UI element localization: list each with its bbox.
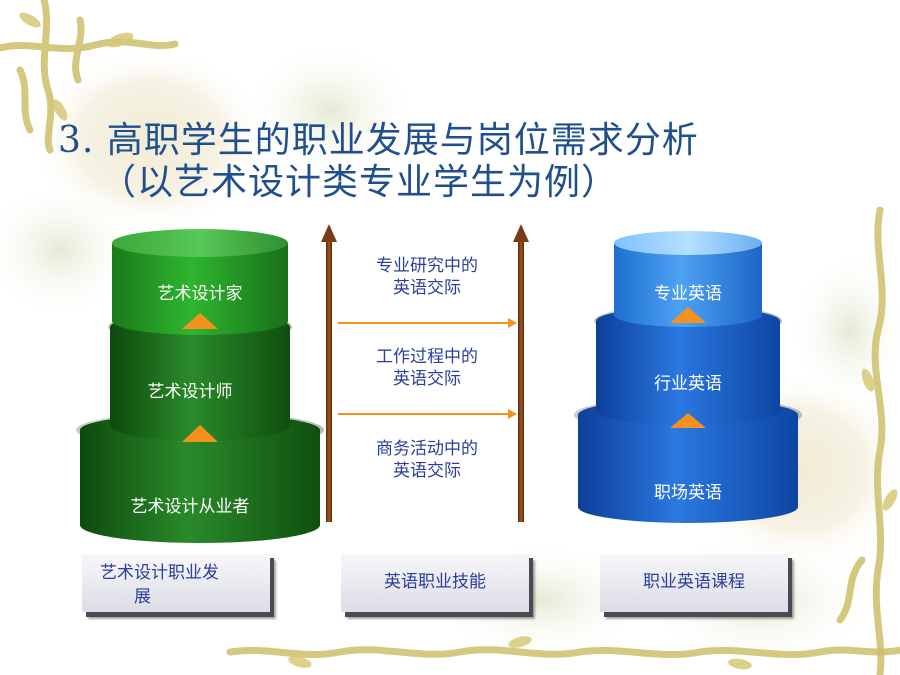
arrowhead-up-icon: [513, 224, 529, 242]
up-triangle-icon: [670, 307, 706, 323]
slide-title-line1: 3. 高职学生的职业发展与岗位需求分析: [58, 120, 699, 161]
middle-item-business: 商务活动中的 英语交际: [347, 438, 507, 482]
vertical-arrow-right: [518, 238, 524, 522]
middle-item-line2: 英语交际: [393, 278, 461, 298]
tier-label-art-designer-master: 艺术设计家: [157, 284, 243, 304]
box-label-line2: 展: [134, 587, 151, 607]
right-blue-cylinder-stack: [574, 231, 802, 523]
middle-item-line1: 商务活动中的: [376, 439, 478, 459]
left-green-cylinder-stack: [76, 229, 324, 543]
middle-arrows: [321, 224, 529, 522]
middle-item-work-process: 工作过程中的 英语交际: [347, 346, 507, 390]
up-triangle-icon: [182, 313, 218, 329]
up-triangle-icon: [670, 413, 706, 428]
arrowhead-right-icon: [508, 409, 517, 419]
tier-label-workplace-english: 职场英语: [654, 483, 722, 503]
box-label: 职业英语课程: [643, 572, 745, 592]
slide-title-line2: （以艺术设计类专业学生为例）: [100, 162, 619, 203]
box-english-vocational-skills: 英语职业技能: [341, 553, 529, 612]
tier-label-art-design-worker: 艺术设计从业者: [130, 497, 250, 517]
middle-item-line2: 英语交际: [393, 369, 461, 389]
middle-item-research: 专业研究中的 英语交际: [347, 255, 507, 299]
arrowhead-up-icon: [321, 224, 337, 242]
up-triangle-icon: [182, 425, 218, 442]
middle-item-line1: 专业研究中的: [376, 256, 478, 276]
tier-label-art-designer: 艺术设计师: [147, 382, 233, 402]
tier-label-industry-english: 行业英语: [654, 374, 722, 394]
tier-label-professional-english: 专业英语: [654, 284, 722, 304]
box-art-design-career: 艺术设计职业发 展: [82, 553, 270, 612]
box-label-line1: 艺术设计职业发: [100, 563, 219, 583]
box-label: 英语职业技能: [384, 572, 486, 592]
box-vocational-english-courses: 职业英语课程: [600, 553, 788, 612]
arrowhead-right-icon: [508, 318, 517, 328]
middle-item-line2: 英语交际: [393, 461, 461, 481]
middle-item-line1: 工作过程中的: [376, 347, 478, 367]
vertical-arrow-left: [326, 238, 332, 522]
